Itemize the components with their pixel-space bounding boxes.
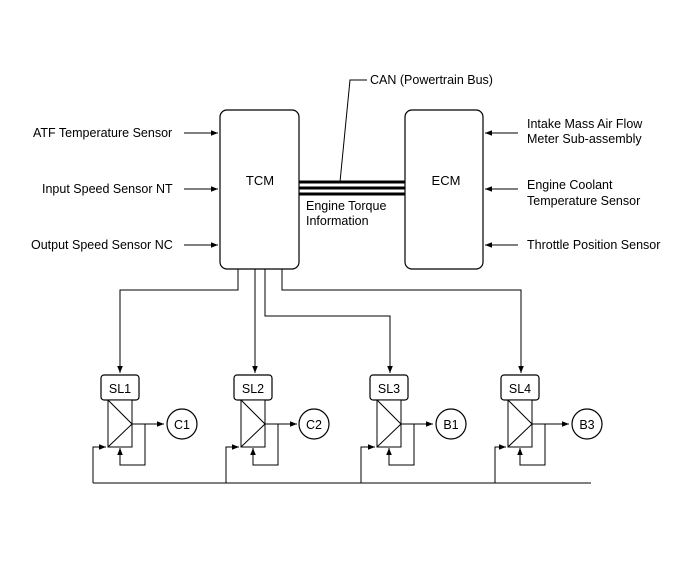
input-speed-sensor-label: Input Speed Sensor NT	[42, 182, 173, 196]
solenoid-sl2-label: SL2	[242, 382, 264, 396]
clutch-c1-label: C1	[174, 418, 190, 432]
solenoid-sl3: SL3 B1	[360, 374, 467, 483]
solenoid-sl4: SL4 B3	[494, 374, 603, 483]
can-bus	[299, 180, 405, 196]
solenoid-sl1: SL1 C1	[92, 374, 198, 483]
solenoid-sl3-label: SL3	[378, 382, 400, 396]
tcm-label: TCM	[246, 173, 274, 188]
output-speed-sensor-label: Output Speed Sensor NC	[31, 238, 173, 252]
brake-b1-label: B1	[443, 418, 458, 432]
ecm-box	[404, 109, 484, 270]
throttle-sensor-label: Throttle Position Sensor	[527, 238, 660, 252]
engine-torque-label-line2: Information	[306, 214, 369, 228]
maf-meter-label-line2: Meter Sub-assembly	[527, 132, 642, 146]
can-bus-label: CAN (Powertrain Bus)	[370, 73, 493, 87]
solenoid-sl2: SL2 C2	[225, 374, 330, 483]
coolant-sensor-label-line1: Engine Coolant	[527, 178, 613, 192]
output-line-sl4	[281, 269, 524, 373]
brake-b3-label: B3	[579, 418, 594, 432]
atf-temperature-sensor-label: ATF Temperature Sensor	[33, 126, 172, 140]
output-line-sl3	[264, 269, 393, 373]
can-bus-leader	[339, 79, 367, 183]
output-line-sl1	[117, 269, 239, 373]
clutch-c2-label: C2	[306, 418, 322, 432]
engine-torque-label-line1: Engine Torque	[306, 199, 386, 213]
coolant-sensor-label-line2: Temperature Sensor	[527, 194, 640, 208]
maf-meter-label-line1: Intake Mass Air Flow	[527, 117, 643, 131]
solenoid-sl4-label: SL4	[509, 382, 531, 396]
solenoid-sl1-label: SL1	[109, 382, 131, 396]
ecm-label: ECM	[432, 173, 461, 188]
tcm-box	[219, 109, 300, 270]
